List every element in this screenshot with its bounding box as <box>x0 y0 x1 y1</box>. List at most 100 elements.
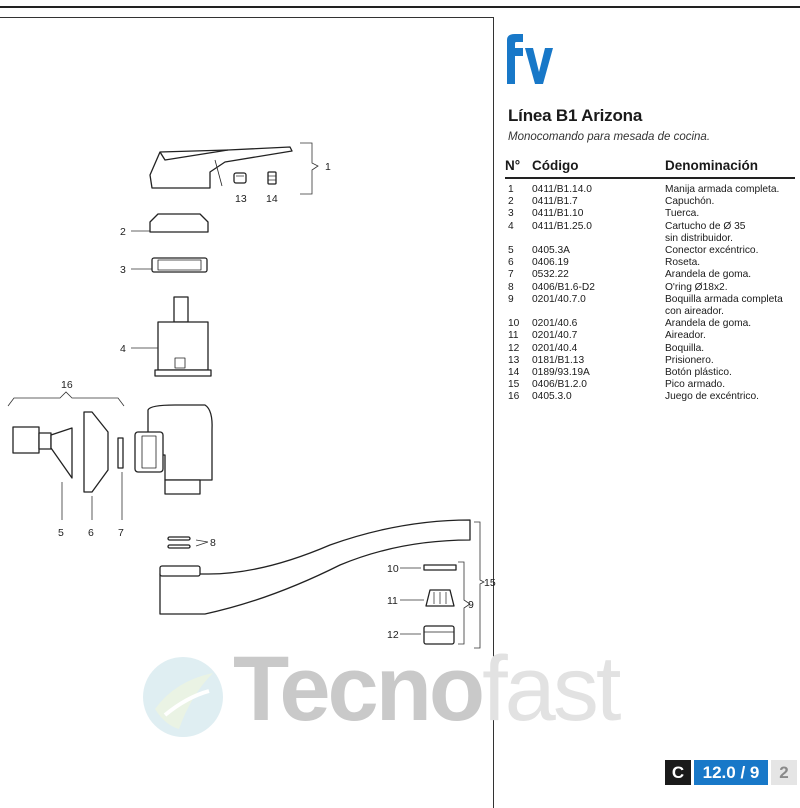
part-code: 0411/B1.14.0 <box>532 184 592 195</box>
rubber-washer-part <box>117 437 124 469</box>
part-description: Roseta. <box>665 257 701 269</box>
callout-10: 10 <box>387 563 399 575</box>
part-code: 0201/40.4 <box>532 342 578 354</box>
part-code: 0411/B1.10 <box>532 208 584 220</box>
part-description: Manija armada completa. <box>665 184 780 195</box>
part-code: 0405.3.0 <box>532 391 572 403</box>
rosette-part <box>83 411 109 493</box>
callout-8: 8 <box>210 537 216 549</box>
part-description: Capuchón. <box>665 196 715 208</box>
parts-table-body: 1 0411/B1.14.0 Manija armada completa. 2 041… <box>505 184 795 404</box>
aerator-part <box>425 589 455 607</box>
callout-13: 13 <box>235 193 247 205</box>
part-number: 9 <box>508 293 514 305</box>
table-row: 5 0405.3A Conector excéntrico. <box>505 245 795 257</box>
table-row: 1 0411/B1.14.0 Manija armada completa. <box>505 184 795 196</box>
water-drop-icon <box>143 657 223 737</box>
page-code: C 12.0 / 9 2 <box>665 760 797 785</box>
watermark-text-light: fast <box>482 638 621 740</box>
parts-table-header: N° Código Denominación <box>505 158 795 179</box>
part-number: 6 <box>508 257 514 269</box>
table-row: 14 0189/93.19A Botón plástico. <box>505 367 795 379</box>
part-description: Tuerca. <box>665 208 700 220</box>
watermark: Tecnofast <box>135 638 695 745</box>
nut-part <box>151 257 208 273</box>
table-row: 16 0405.3.0 Juego de excéntrico. <box>505 391 795 403</box>
plastic-button-part <box>267 171 277 185</box>
part-number: 7 <box>508 269 514 281</box>
fv-logo-icon <box>507 34 553 84</box>
watermark-text: Tecnofast <box>233 637 621 742</box>
part-code: 0411/B1.7 <box>532 196 578 208</box>
part-description: Pico armado. <box>665 379 726 391</box>
table-row: 11 0201/40.7 Aireador. <box>505 330 795 342</box>
part-number: 8 <box>508 281 514 293</box>
part-code: 0181/B1.13 <box>532 354 585 366</box>
callout-2: 2 <box>120 226 126 238</box>
table-row: 6 0406.19 Roseta. <box>505 257 795 269</box>
part-description-line: Cartucho de Ø 35 <box>665 220 746 232</box>
part-description: Arandela de goma. <box>665 269 752 281</box>
part-description: Boquilla. <box>665 342 705 354</box>
column-header-number: N° <box>505 158 521 173</box>
product-title: Línea B1 Arizona <box>508 106 643 125</box>
handle-part <box>149 146 293 189</box>
diagram-frame <box>0 17 494 808</box>
cap-part <box>149 213 209 233</box>
part-description: Arandela de goma. <box>665 318 752 330</box>
column-header-code: Código <box>532 158 579 173</box>
callout-9: 9 <box>468 599 474 611</box>
part-number: 11 <box>508 330 519 342</box>
page-section: C <box>665 760 691 785</box>
column-header-description: Denominación <box>665 158 759 173</box>
eccentric-connector-part <box>12 426 73 479</box>
table-row: 2 0411/B1.7 Capuchón. <box>505 196 795 208</box>
part-code: 0532.22 <box>532 269 569 281</box>
part-code: 0406.19 <box>532 257 569 269</box>
callout-16: 16 <box>61 379 73 391</box>
part-code: 0406/B1.6-D2 <box>532 281 595 293</box>
part-number: 13 <box>508 354 520 366</box>
part-description: Juego de excéntrico. <box>665 391 760 403</box>
faucet-body-part <box>134 404 213 495</box>
table-row: 3 0411/B1.10 Tuerca. <box>505 208 795 220</box>
part-number: 2 <box>508 196 514 208</box>
part-code: 0406/B1.2.0 <box>532 379 587 391</box>
callout-14: 14 <box>266 193 278 205</box>
part-code: 0201/40.7.0 <box>532 293 586 305</box>
callout-1: 1 <box>325 161 331 173</box>
part-number: 4 <box>508 220 514 232</box>
callout-6: 6 <box>88 527 94 539</box>
product-subtitle: Monocomando para mesada de cocina. <box>508 131 711 143</box>
part-number: 5 <box>508 245 514 257</box>
callout-12: 12 <box>387 629 399 641</box>
washer-part <box>423 564 457 571</box>
callout-5: 5 <box>58 527 64 539</box>
table-row: 7 0532.22 Arandela de goma. <box>505 269 795 281</box>
part-number: 14 <box>508 367 520 379</box>
part-code: 0201/40.7 <box>532 330 578 342</box>
part-number: 16 <box>508 391 520 403</box>
part-code: 0411/B1.25.0 <box>532 220 592 232</box>
part-description: Aireador. <box>665 330 706 342</box>
part-description: Prisionero. <box>665 354 714 366</box>
callout-7: 7 <box>118 527 124 539</box>
part-number: 1 <box>508 184 514 195</box>
part-description: Botón plástico. <box>665 367 732 379</box>
part-code: 0189/93.19A <box>532 367 590 379</box>
callout-15: 15 <box>484 577 496 589</box>
table-row: 13 0181/B1.13 Prisionero. <box>505 355 795 367</box>
watermark-text-bold: Tecno <box>233 638 485 740</box>
part-number: 15 <box>508 379 520 391</box>
part-description: Conector excéntrico. <box>665 245 759 257</box>
part-number: 3 <box>508 208 514 220</box>
part-code: 0405.3A <box>532 245 570 257</box>
page-number: 12.0 / 9 <box>694 760 768 785</box>
part-number: 10 <box>508 318 520 330</box>
